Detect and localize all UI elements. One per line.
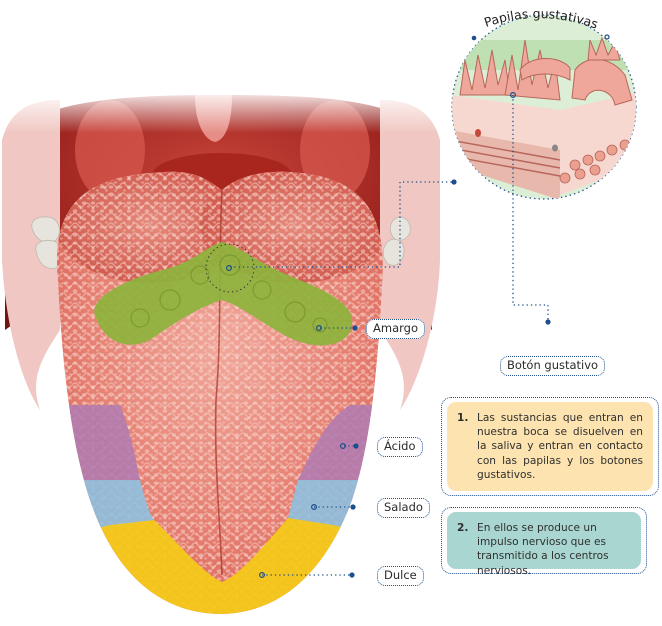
note-2-border bbox=[441, 507, 647, 574]
note-2-number: 2. bbox=[457, 522, 469, 534]
papilas-inset: Papilas gustativas bbox=[451, 6, 637, 200]
label-acido: Ácido bbox=[377, 437, 423, 457]
label-amargo: Amargo bbox=[366, 319, 425, 339]
note-1-border bbox=[441, 397, 659, 496]
label-dulce: Dulce bbox=[377, 566, 424, 586]
zone-amargo bbox=[94, 242, 353, 346]
leader-lines bbox=[205, 95, 549, 576]
note-2: 2. En ellos se produce un impulso nervio… bbox=[447, 512, 641, 577]
teeth bbox=[31, 216, 411, 269]
label-boton-gustativo: Botón gustativo bbox=[500, 356, 606, 376]
note-1: 1. Las sustancias que entran en nuestra … bbox=[447, 402, 653, 491]
tongue bbox=[56, 171, 383, 614]
label-salado: Salado bbox=[377, 498, 430, 518]
leader-dots bbox=[226, 91, 551, 578]
note-1-number: 1. bbox=[457, 412, 469, 424]
note-2-text: En ellos se produce un impulso nervioso … bbox=[477, 522, 609, 577]
note-1-text: Las sustancias que entran en nuestra boc… bbox=[477, 412, 643, 481]
